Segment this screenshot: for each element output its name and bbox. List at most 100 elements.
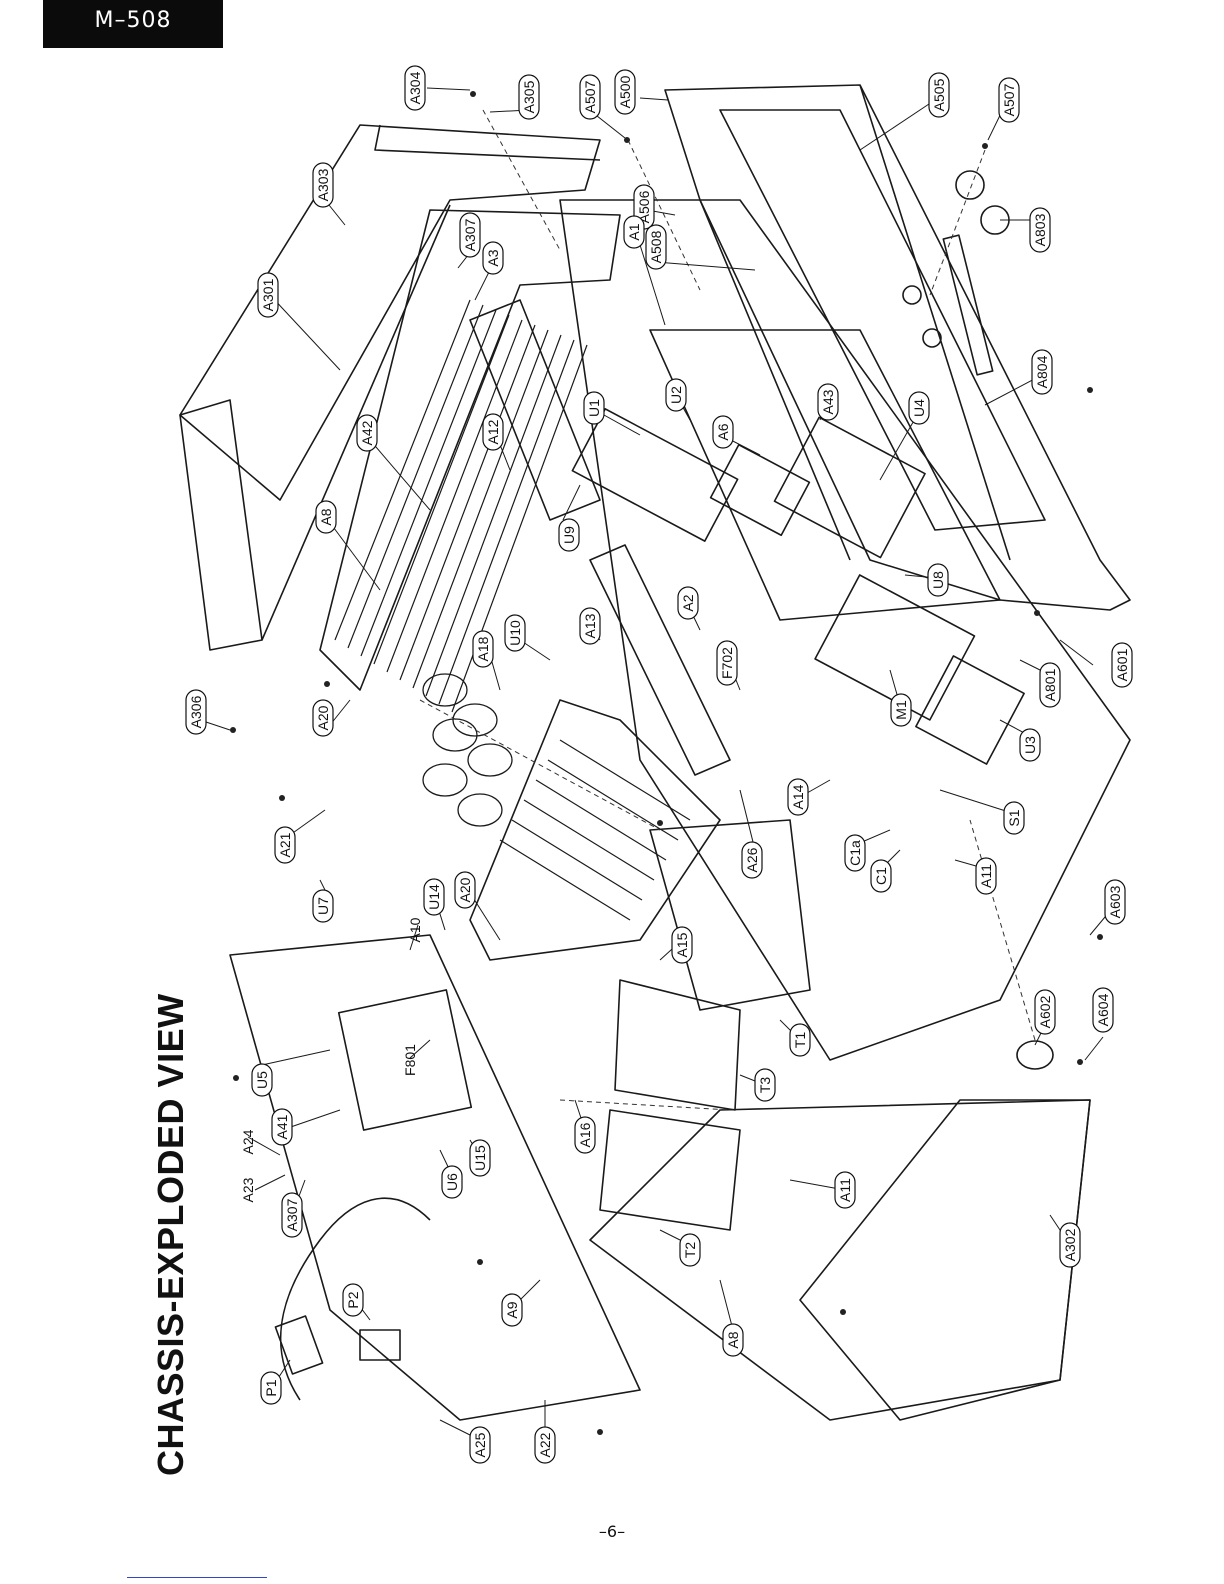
part-label-a604: A604 [1092, 987, 1114, 1033]
svg-text:A13: A13 [582, 613, 598, 638]
part-label-a12: A12 [482, 413, 504, 451]
svg-text:C1a: C1a [847, 840, 863, 866]
part-label-a602: A602 [1034, 989, 1056, 1035]
part-label-a20-top: A20 [312, 699, 334, 737]
part-label-a304: A304 [404, 65, 426, 111]
svg-text:U7: U7 [315, 897, 331, 915]
svg-text:A20: A20 [315, 705, 331, 730]
svg-text:A604: A604 [1095, 993, 1111, 1026]
part-label-a803: A803 [1029, 207, 1051, 253]
capacitors [422, 673, 513, 827]
svg-text:T3: T3 [757, 1077, 773, 1094]
svg-text:A307: A307 [284, 1198, 300, 1231]
part-label-t2: T2 [679, 1233, 701, 1267]
part-label-f801: F801 [402, 1044, 418, 1076]
svg-text:A602: A602 [1037, 995, 1053, 1028]
svg-text:A307: A307 [462, 218, 478, 251]
part-label-u3: U3 [1019, 728, 1041, 762]
svg-text:M1: M1 [893, 700, 909, 720]
svg-text:A43: A43 [820, 389, 836, 414]
svg-text:A303: A303 [315, 168, 331, 201]
part-label-a306: A306 [185, 689, 207, 735]
board-m1 [814, 574, 976, 721]
part-label-a10: A10 [407, 917, 423, 942]
page-number: –6– [598, 1522, 626, 1541]
svg-text:A23: A23 [240, 1177, 256, 1202]
svg-text:A3: A3 [485, 249, 501, 266]
screws [230, 91, 1103, 1435]
svg-text:A601: A601 [1114, 648, 1130, 681]
svg-text:U3: U3 [1022, 736, 1038, 754]
svg-text:A302: A302 [1062, 1228, 1078, 1261]
svg-text:A804: A804 [1034, 355, 1050, 388]
svg-text:A9: A9 [504, 1301, 520, 1318]
svg-text:A14: A14 [790, 784, 806, 809]
part-label-a307-top: A307 [459, 212, 481, 258]
svg-text:A42: A42 [359, 420, 375, 445]
svg-text:A41: A41 [274, 1114, 290, 1139]
rear-panel-outline [229, 934, 641, 1421]
foot-a602 [1016, 1040, 1054, 1070]
svg-text:S1: S1 [1006, 809, 1022, 826]
svg-text:A8: A8 [318, 508, 334, 525]
svg-text:U2: U2 [668, 386, 684, 404]
svg-text:U10: U10 [507, 620, 523, 646]
socket-p2 [359, 1329, 401, 1361]
transformer-t1 [649, 819, 811, 1011]
svg-text:A506: A506 [636, 190, 652, 223]
rail-a2 [589, 544, 731, 776]
front-panel-outline [664, 84, 1131, 611]
svg-text:A803: A803 [1032, 213, 1048, 246]
part-label-a18: A18 [472, 630, 494, 668]
transformer-t2 [599, 1109, 741, 1231]
svg-text:A18: A18 [475, 636, 491, 661]
part-label-a601: A601 [1111, 642, 1133, 688]
part-label-u5: U5 [251, 1063, 273, 1097]
part-label-a24: A24 [240, 1129, 256, 1154]
svg-text:U15: U15 [472, 1145, 488, 1171]
svg-text:A12: A12 [485, 419, 501, 444]
part-label-c1a: C1a [844, 834, 866, 872]
svg-text:F801: F801 [402, 1044, 418, 1076]
part-label-f702: F702 [716, 640, 738, 686]
part-label-a3: A3 [482, 241, 504, 275]
part-label-a303: A303 [312, 162, 334, 208]
part-label-u1: U1 [583, 391, 605, 425]
top-cover-outline [179, 124, 601, 501]
svg-text:U6: U6 [444, 1173, 460, 1191]
part-label-a22: A22 [534, 1426, 556, 1464]
part-label-a8-top: A8 [315, 500, 337, 534]
part-label-a505: A505 [928, 72, 950, 118]
svg-text:C1: C1 [873, 867, 889, 885]
svg-text:U9: U9 [561, 526, 577, 544]
svg-text:T2: T2 [682, 1242, 698, 1259]
svg-text:A6: A6 [715, 423, 731, 440]
board-u1 [571, 408, 739, 542]
model-number-tab: M–508 [43, 0, 223, 48]
bottom-cover-a302 [799, 1099, 1091, 1421]
svg-text:A20: A20 [457, 877, 473, 902]
part-label-a15: A15 [671, 926, 693, 964]
svg-text:A505: A505 [931, 78, 947, 111]
svg-text:F702: F702 [719, 647, 735, 679]
svg-text:U14: U14 [426, 884, 442, 910]
plug-p1 [274, 1315, 324, 1375]
part-label-a26: A26 [741, 841, 763, 879]
svg-text:T1: T1 [792, 1032, 808, 1049]
chassis-base-outline [559, 199, 1131, 1061]
part-label-a11-top: A11 [975, 857, 997, 895]
part-label-u10: U10 [504, 614, 526, 652]
svg-text:A26: A26 [744, 847, 760, 872]
top-cover-edge [179, 399, 263, 651]
svg-text:A304: A304 [407, 71, 423, 104]
part-label-s1: S1 [1003, 801, 1025, 835]
part-label-u14: U14 [423, 878, 445, 916]
part-label-u4: U4 [908, 391, 930, 425]
part-label-a2: A2 [677, 586, 699, 620]
part-label-a23: A23 [240, 1177, 256, 1202]
part-label-u15: U15 [469, 1139, 491, 1177]
part-label-a16: A16 [574, 1116, 596, 1154]
transformer-t3 [614, 979, 741, 1111]
part-label-a8-bottom: A8 [722, 1323, 744, 1357]
board-u4 [773, 416, 926, 559]
